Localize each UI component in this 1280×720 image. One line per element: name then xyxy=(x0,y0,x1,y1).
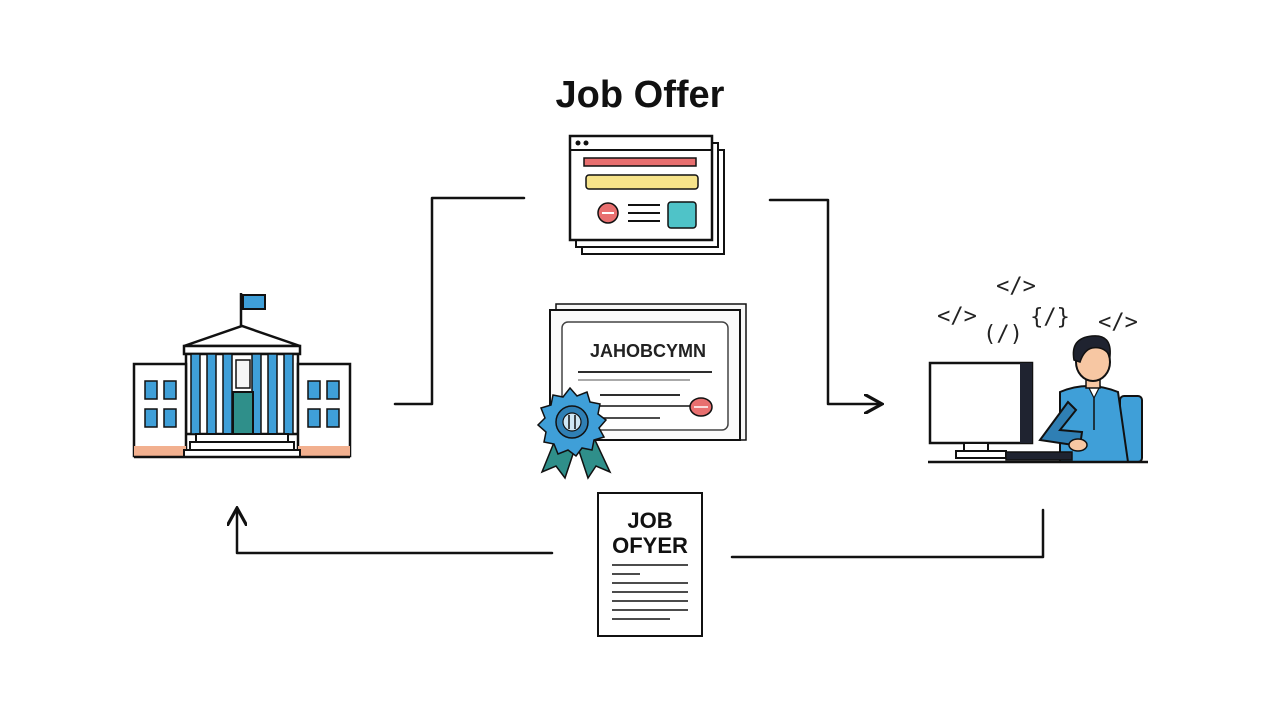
connector-offer-to-developer xyxy=(768,198,880,404)
certificate-icon: JAHOBCYMN xyxy=(549,303,747,441)
university-building-icon xyxy=(132,293,352,459)
code-symbol-icon: </> xyxy=(937,304,977,329)
certificate-text: JAHOBCYMN xyxy=(590,341,706,361)
connector-building-to-offer xyxy=(393,196,526,406)
code-symbol-icon: {/} xyxy=(1030,305,1070,330)
document-title-line1: JOB xyxy=(627,508,672,533)
developer-at-computer-icon xyxy=(928,335,1148,464)
connector-document-to-building xyxy=(237,510,554,555)
code-symbol-icon: </> xyxy=(1098,310,1138,335)
award-ribbon-icon xyxy=(536,386,612,480)
job-offer-document-icon: JOB OFYER xyxy=(597,492,703,637)
document-title-line2: OFYER xyxy=(612,533,688,558)
code-symbols: </> </> (/) {/} </> xyxy=(937,274,1138,347)
code-symbol-icon: (/) xyxy=(983,322,1023,347)
code-symbol-icon: </> xyxy=(996,274,1036,299)
connector-developer-to-document xyxy=(730,508,1045,559)
browser-window-icon xyxy=(568,134,725,255)
diagram-title: Job Offer xyxy=(556,74,725,116)
